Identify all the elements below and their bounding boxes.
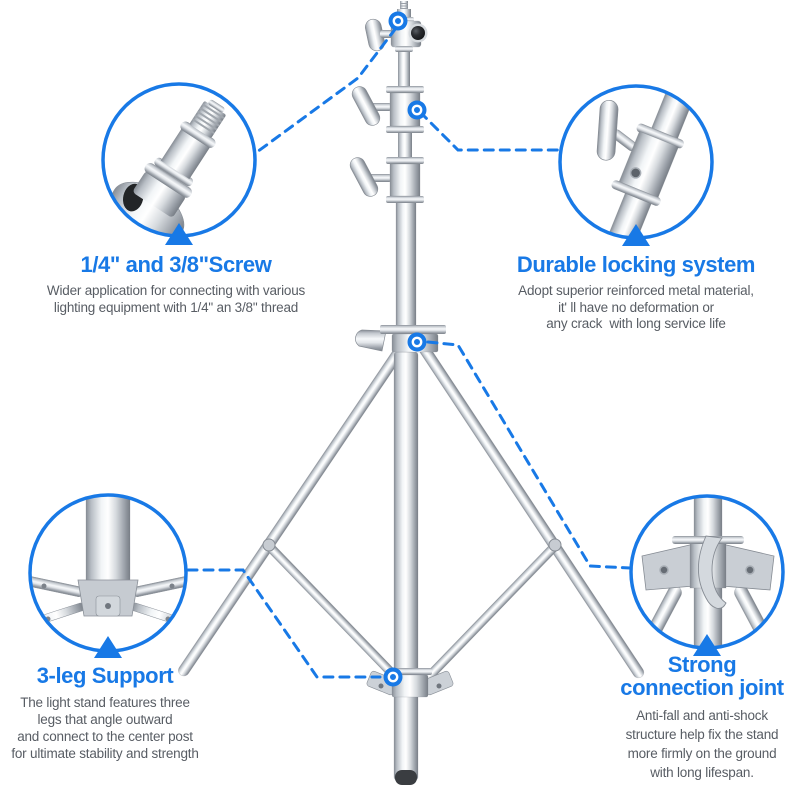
callout-joint-body: Anti-fall and anti-shock structure help … (552, 706, 800, 782)
right-brace (419, 541, 560, 686)
callout-joint-line: with long lifespan. (650, 765, 754, 780)
callout-joint-title-line: connection joint (620, 675, 784, 700)
callout-locking-line: any crack with long service life (546, 316, 726, 331)
locking-collar-1 (351, 47, 424, 133)
callout-support-title: 3-leg Support (36, 663, 174, 688)
callout-circle-joint (629, 494, 785, 650)
left-brace-hinge (262, 538, 276, 552)
callout-screw-line: lighting equipment with 1/4" an 3/8" thr… (53, 299, 299, 315)
callout-joint-line: more firmly on the ground (627, 746, 777, 761)
lock-lever (697, 535, 727, 609)
callout-locking: Durable locking system Adopt superior re… (466, 253, 800, 333)
callout-screw-body: Wider application for connecting with va… (6, 283, 346, 316)
callout-screw-line: Wider application for connecting with va… (46, 283, 306, 298)
callout-support-body: The light stand features three legs that… (0, 694, 255, 762)
marker-dot-joint (407, 332, 427, 352)
pointer-locking (622, 224, 650, 246)
callout-circle-support (28, 493, 188, 653)
center-post (393, 351, 419, 785)
connector-screw (255, 26, 398, 154)
pointer-support (94, 636, 122, 658)
connector-support (186, 568, 382, 679)
marker-dot-support (383, 667, 403, 687)
flip-lever (355, 329, 387, 352)
callout-joint-title: Strong connection joint (552, 653, 800, 699)
callout-support-line: and connect to the center post (17, 729, 193, 744)
callout-locking-body: Adopt superior reinforced metal material… (466, 283, 800, 333)
callout-joint-title-line: Strong (667, 652, 737, 677)
callout-screw: 1/4" and 3/8"Screw Wider application for… (6, 253, 346, 316)
pointer-joint (693, 634, 721, 656)
connector-locking (418, 110, 561, 152)
callout-support-line: The light stand features three (20, 695, 190, 710)
foot-cap (395, 770, 417, 785)
right-brace-hinge (548, 538, 562, 552)
callout-circle-locking (558, 84, 714, 240)
callout-joint-line: structure help fix the stand (625, 727, 779, 742)
callout-support-line: for ultimate stability and strength (11, 746, 199, 761)
marker-dot-screw (388, 11, 408, 31)
callout-screw-title: 1/4" and 3/8"Screw (80, 252, 272, 277)
dashed-connectors (186, 26, 632, 679)
connector-joint (426, 340, 632, 570)
marker-dots (383, 11, 427, 687)
callout-locking-line: it' ll have no deformation or (558, 299, 714, 315)
top-leg-bracket (355, 325, 446, 353)
callout-locking-line: Adopt superior reinforced metal material… (518, 283, 754, 298)
callout-support-line: legs that angle outward (37, 712, 173, 727)
left-leg (178, 343, 407, 677)
callout-locking-title: Durable locking system (516, 252, 756, 277)
marker-dot-locking (407, 100, 427, 120)
locking-collar-2 (349, 133, 424, 203)
callout-joint: Strong connection joint Anti-fall and an… (552, 653, 800, 782)
tilt-knob (411, 26, 425, 40)
lower-brace-hub (366, 668, 454, 698)
left-brace (264, 541, 405, 686)
right-leg (418, 343, 645, 679)
callout-support: 3-leg Support The light stand features t… (0, 664, 255, 762)
pointer-screw (165, 223, 193, 245)
pointer-triangles (94, 223, 721, 658)
callout-joint-line: Anti-fall and anti-shock (636, 708, 768, 723)
